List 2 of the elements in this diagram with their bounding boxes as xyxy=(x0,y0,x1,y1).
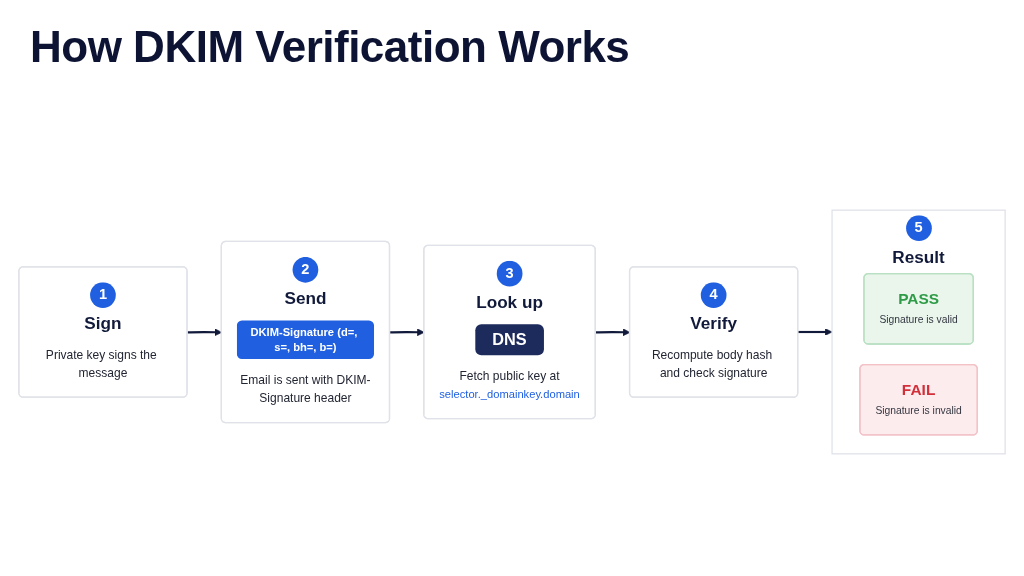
diagram-title: How DKIM Verification Works xyxy=(30,22,630,72)
arrow xyxy=(797,328,833,336)
